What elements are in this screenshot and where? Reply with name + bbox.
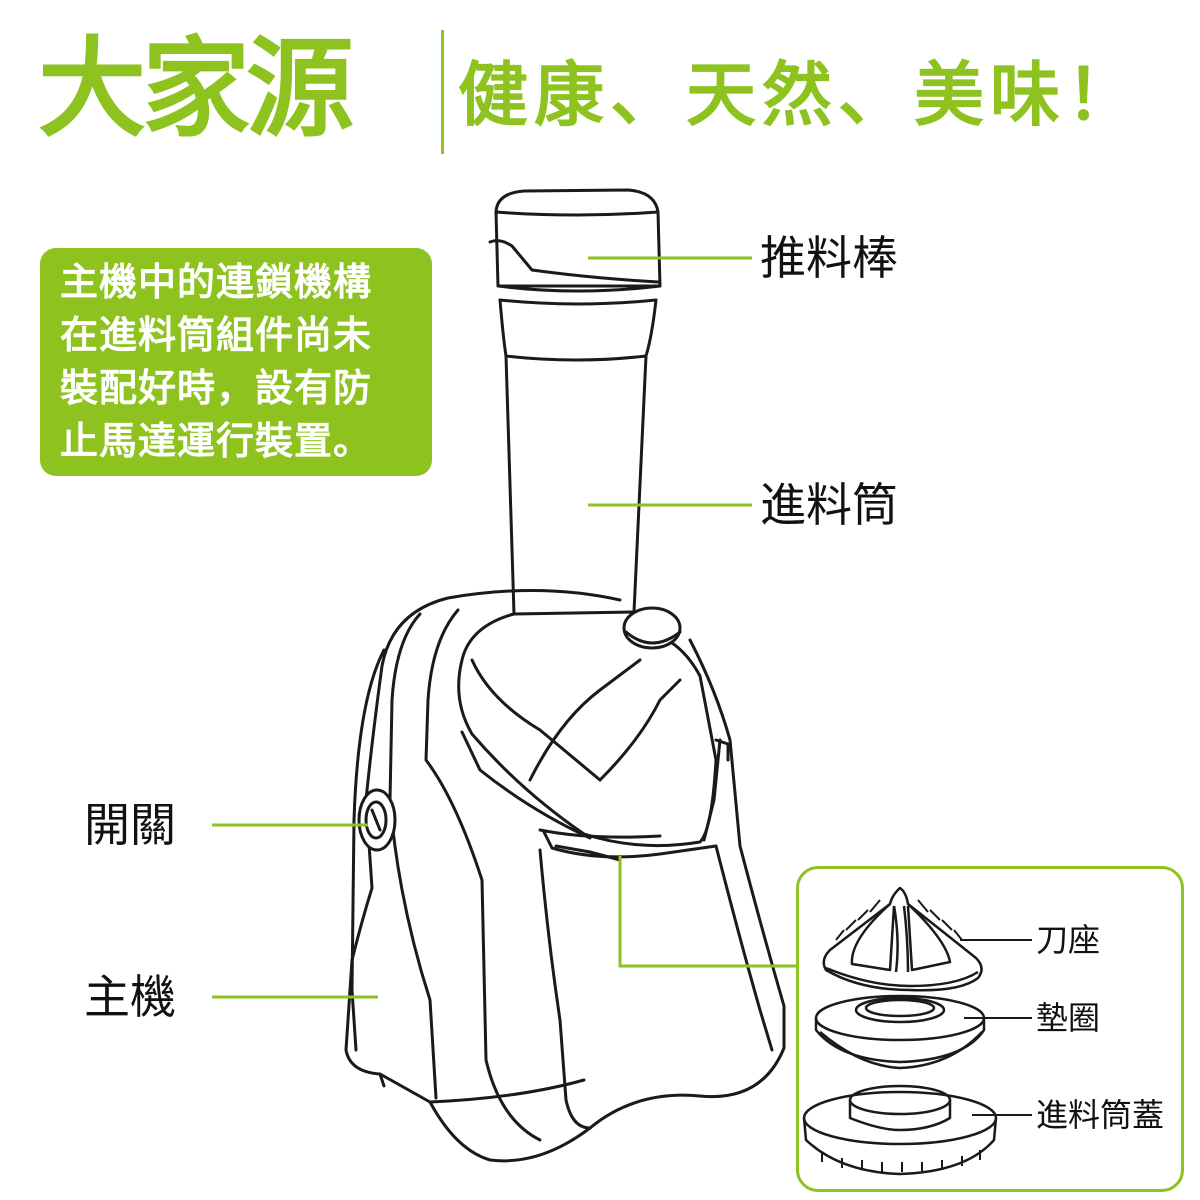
blade-holder-drawing [822,886,983,992]
notice-line: 止馬達運行裝置。 [60,419,373,463]
header-divider [441,30,444,154]
label-gasket: 墊圈 [1036,999,1101,1037]
gasket-drawing [814,994,986,1070]
knob-drawing [622,606,682,650]
label-chute-cover: 進料筒蓋 [1036,1096,1165,1134]
slogan: 健康、天然、美味！ [458,54,1142,136]
safety-notice-box: 主機中的連鎖機構 在進料筒組件尚未 裝配好時，設有防 止馬達運行裝置。 [40,248,432,476]
leader-parts [618,856,796,968]
notice-line: 在進料筒組件尚未 [60,313,373,357]
parts-panel [796,866,1184,1192]
notice-line: 裝配好時，設有防 [60,366,373,410]
label-plunger: 推料棒 [760,231,898,285]
chute-cover-drawing [802,1084,998,1176]
label-chute: 進料筒 [760,478,898,532]
chute-drawing [498,298,658,616]
label-switch: 開關 [84,798,176,852]
label-base: 主機 [84,970,176,1024]
power-switch-drawing [357,788,397,852]
notice-line: 主機中的連鎖機構 [60,260,373,304]
hopper-drawing [457,610,730,862]
label-blade-holder: 刀座 [1036,921,1101,959]
brand-logo: 大家源 [38,27,354,152]
plunger-drawing [488,188,662,306]
